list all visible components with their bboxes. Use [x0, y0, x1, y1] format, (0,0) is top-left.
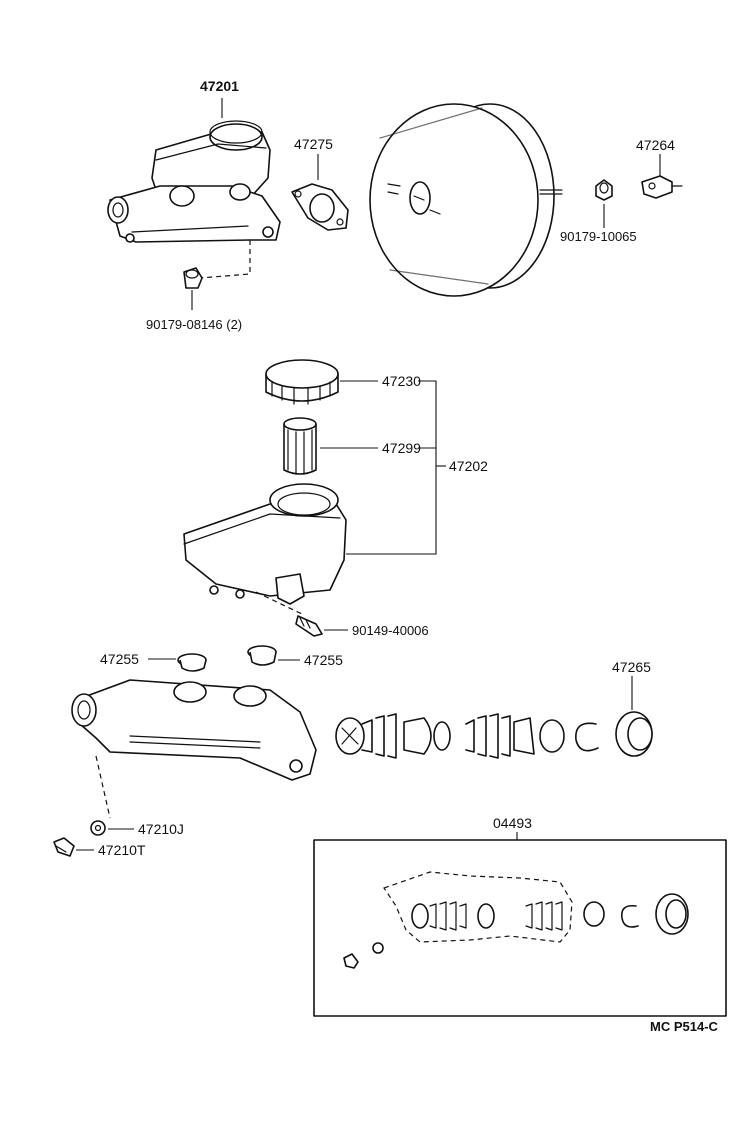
union-bolt-t-illustration [53, 837, 75, 857]
label-cylinder-seal: 47265 [612, 659, 651, 675]
brake-booster-illustration [369, 103, 563, 297]
secondary-piston-illustration [465, 713, 565, 759]
label-screw: 90149-40006 [352, 623, 429, 638]
clevis-illustration [641, 175, 683, 199]
cap-illustration [265, 359, 339, 405]
gasket-j-illustration [90, 820, 106, 836]
master-cylinder-assembly-illustration [107, 120, 281, 279]
reservoir-illustration [183, 483, 347, 615]
cylinder-seal-illustration [615, 711, 653, 757]
label-reservoir-assy: 47201 [200, 78, 239, 94]
strainer-illustration [283, 417, 317, 475]
repair-kit-contents-illustration [343, 871, 689, 969]
label-grommet-right: 47255 [304, 652, 343, 668]
gasket-illustration [291, 183, 349, 231]
label-nut-booster: 90179-10065 [560, 229, 637, 244]
grommet-left-illustration [177, 653, 207, 672]
primary-piston-illustration [335, 713, 451, 759]
nut-cylinder-illustration [183, 267, 203, 289]
label-grommet-left: 47255 [100, 651, 139, 667]
label-strainer: 47299 [382, 440, 421, 456]
cylinder-body-illustration [71, 679, 317, 819]
screw-illustration [295, 615, 323, 637]
label-cap: 47230 [382, 373, 421, 389]
nut-booster-illustration [595, 179, 613, 201]
figure-code: MC P514-C [650, 1019, 718, 1034]
repair-kit-box [313, 839, 727, 1017]
grommet-right-illustration [247, 645, 277, 666]
leader-bracket-reservoir-upper [346, 380, 437, 555]
label-clevis: 47264 [636, 137, 675, 153]
label-gasket-j: 47210J [138, 821, 184, 837]
label-gasket: 47275 [294, 136, 333, 152]
label-union-bolt-t: 47210T [98, 842, 146, 858]
label-repair-kit: 04493 [493, 815, 532, 831]
snap-ring-illustration [575, 722, 599, 752]
label-reservoir-sub-assy: 47202 [449, 458, 488, 474]
label-nut-cylinder: 90179-08146 (2) [146, 317, 243, 332]
